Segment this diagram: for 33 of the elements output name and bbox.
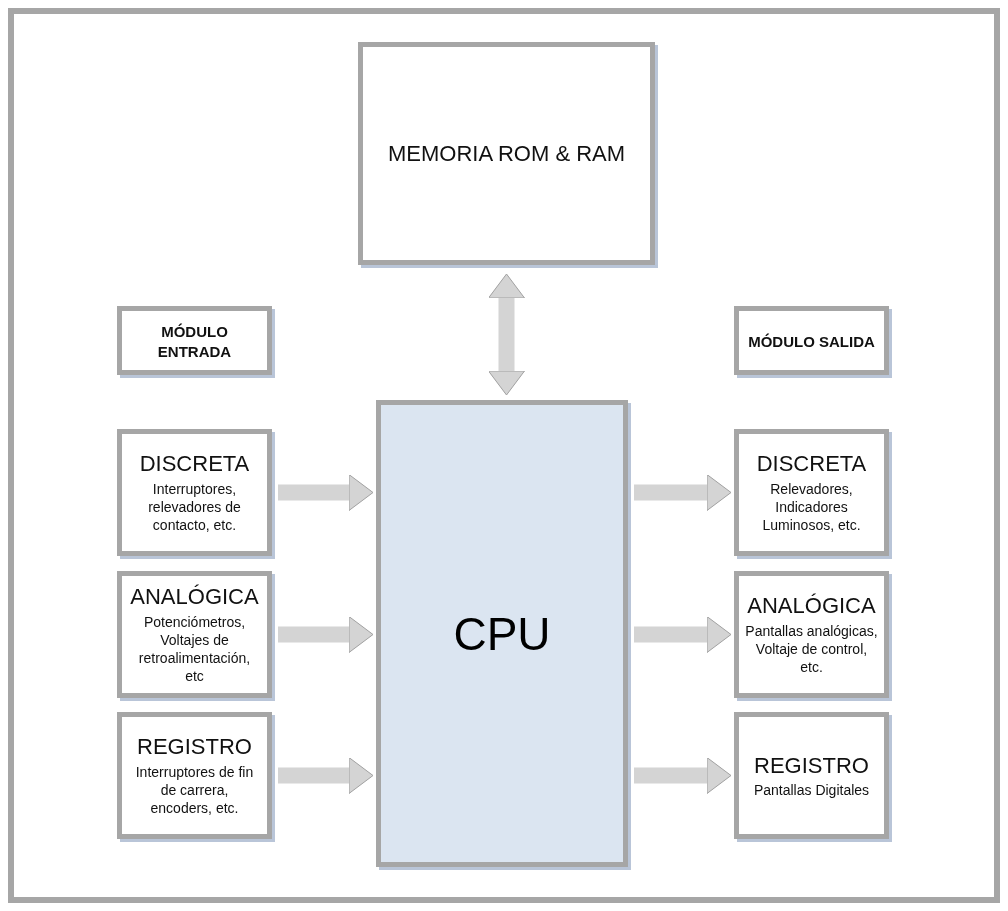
- module-box: [117, 712, 272, 839]
- node-title: MEMORIA ROM & RAM: [387, 139, 626, 168]
- block-arrow: [278, 757, 374, 794]
- node-description: Relevadores, Indicadores Luminosos, etc.: [761, 479, 862, 535]
- node-title: DISCRETA: [139, 450, 250, 478]
- node-description: Interruptores de fin de carrera, encoders, etc.: [134, 762, 255, 818]
- module-box: [734, 712, 889, 839]
- block-arrow: [278, 474, 374, 511]
- node-title: DISCRETA: [756, 450, 867, 478]
- node-description: Potenciómetros, Voltajes de retroalimentación, etc: [137, 612, 252, 686]
- node-title: CPU: [453, 606, 551, 661]
- node-description: Interruptores, relevadores de contacto, etc.: [147, 479, 242, 535]
- block-arrow: [634, 474, 732, 511]
- node-description: Pantallas Digitales: [753, 781, 870, 800]
- module-header-box: [734, 306, 889, 375]
- cpu-box: [376, 400, 628, 867]
- block-arrow: [488, 273, 525, 396]
- module-box: [734, 571, 889, 698]
- module-box: [117, 429, 272, 556]
- module-box: [117, 571, 272, 698]
- node-title: REGISTRO: [137, 733, 252, 761]
- module-box: [734, 429, 889, 556]
- node-title: ANALÓGICA: [747, 592, 876, 620]
- module-box: [358, 42, 655, 265]
- node-title: MÓDULO SALIDA: [748, 331, 875, 352]
- module-header-box: [117, 306, 272, 375]
- block-arrow: [634, 616, 732, 653]
- node-description: Pantallas analógicas, Voltaje de control, etc.: [745, 621, 878, 677]
- block-arrow: [278, 616, 374, 653]
- node-title: MÓDULO ENTRADA: [156, 322, 233, 361]
- block-arrow: [634, 757, 732, 794]
- node-title: ANALÓGICA: [130, 583, 259, 611]
- node-title: REGISTRO: [754, 751, 869, 780]
